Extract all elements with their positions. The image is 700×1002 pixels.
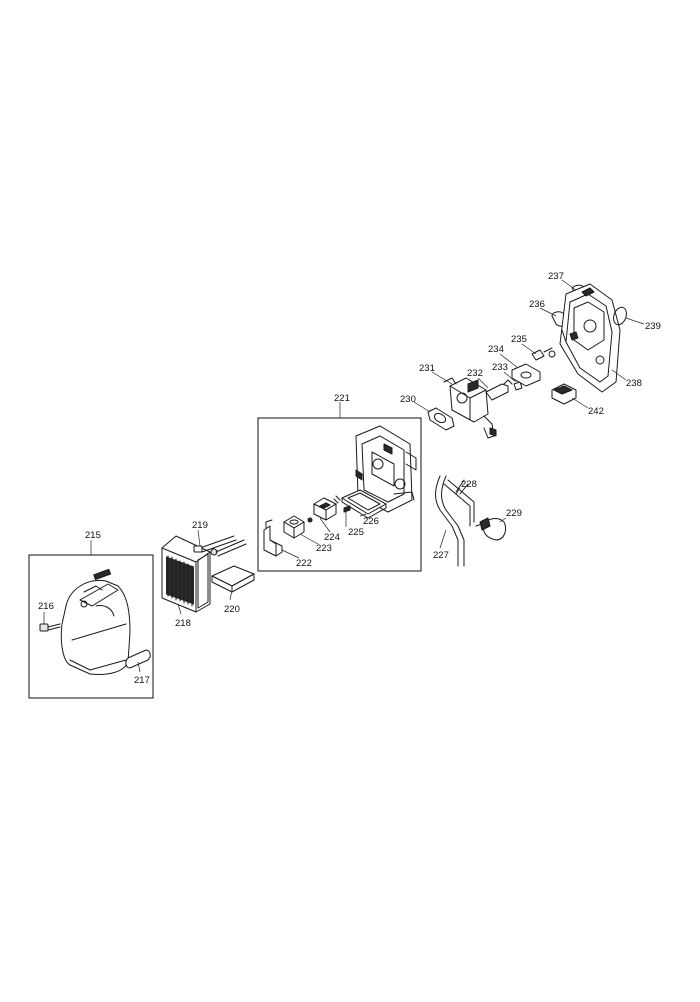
part-screw-223b [307, 517, 313, 523]
label-222: 222 [296, 558, 312, 569]
part-gasket-234 [511, 363, 541, 387]
group-box-221 [257, 417, 422, 572]
part-sleeve-217 [125, 649, 151, 669]
part-gasket-230 [427, 407, 455, 431]
label-227: 227 [433, 550, 449, 561]
part-gasket-226 [341, 489, 387, 519]
part-air-filter-element [161, 535, 211, 613]
part-screw-235 [531, 347, 556, 361]
label-219: 219 [192, 520, 208, 531]
part-bracket-222 [263, 519, 283, 557]
part-screw-225 [333, 495, 351, 513]
label-216: 216 [38, 601, 54, 612]
label-232: 232 [467, 368, 483, 379]
part-block-224 [313, 497, 337, 521]
part-bolt-219 [193, 535, 247, 557]
part-foam-223 [283, 515, 305, 539]
label-224: 224 [324, 532, 340, 543]
label-231: 231 [419, 363, 435, 374]
part-o-ring-239 [613, 306, 627, 326]
label-217: 217 [134, 675, 150, 686]
label-218: 218 [175, 618, 191, 629]
part-screw-216 [39, 623, 61, 632]
part-prefilter-220 [211, 565, 255, 593]
label-228: 228 [461, 479, 477, 490]
leader-lines [43, 279, 645, 673]
label-236: 236 [529, 299, 545, 310]
label-226: 226 [363, 516, 379, 527]
part-fuel-line-227 [435, 475, 465, 567]
label-229: 229 [506, 508, 522, 519]
label-234: 234 [488, 344, 504, 355]
part-switch-242 [551, 383, 577, 405]
part-primer-bulb-229 [475, 517, 507, 541]
label-230: 230 [400, 394, 416, 405]
label-221: 221 [334, 393, 350, 404]
label-223: 223 [316, 543, 332, 554]
label-235: 235 [511, 334, 527, 345]
part-carburetor-231 [443, 377, 497, 439]
label-215: 215 [85, 530, 101, 541]
label-237: 237 [548, 271, 564, 282]
part-fuel-line-228 [443, 479, 475, 527]
label-239: 239 [645, 321, 661, 332]
part-housing-238 [559, 283, 621, 393]
part-air-filter-cover [60, 568, 131, 675]
label-242: 242 [588, 406, 604, 417]
label-220: 220 [224, 604, 240, 615]
part-link-232 [485, 379, 513, 401]
label-225: 225 [348, 527, 364, 538]
label-238: 238 [626, 378, 642, 389]
label-233: 233 [492, 362, 508, 373]
